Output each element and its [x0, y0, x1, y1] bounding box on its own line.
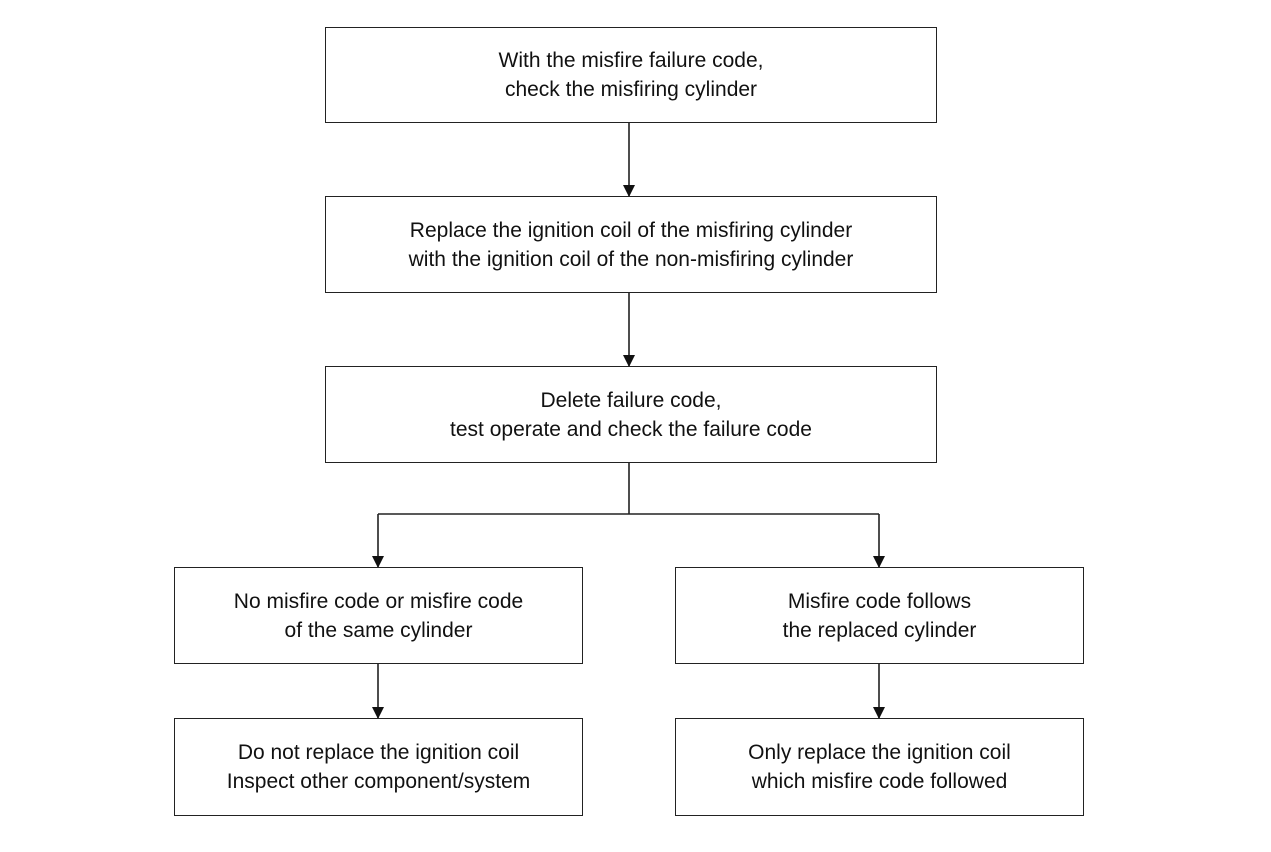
result-same-line-2: of the same cylinder: [284, 618, 473, 642]
step-check-line-2: check the misfiring cylinder: [504, 78, 758, 101]
result-same-cylinder-text: No misfire code or misfire code of the s…: [234, 587, 523, 645]
step-delete-line-2: test operate and check the failure code: [450, 417, 812, 441]
step-delete-line-1: Delete failure code,: [540, 388, 722, 412]
step-swap-ignition-coil: Replace the ignition coil of the misfiri…: [325, 196, 937, 293]
step-check-misfiring-cylinder: With the misfire failure code, check the…: [325, 27, 937, 123]
action-replace-line-2: which misfire code followed: [751, 770, 1008, 793]
step-check-line-1: With the misfire failure code,: [498, 49, 764, 72]
result-follows-replaced-cylinder-text: Misfire code follows the replaced cylind…: [783, 587, 977, 645]
action-replace-line-1: Only replace the ignition coil: [748, 741, 1011, 764]
result-same-line-1: No misfire code or misfire code: [233, 589, 524, 613]
step-delete-failure-code: Delete failure code, test operate and ch…: [325, 366, 937, 463]
action-replace-followed-coil: Only replace the ignition coil which mis…: [675, 718, 1084, 816]
action-inspect-other-component-text: Do not replace the ignition coil Inspect…: [227, 738, 531, 796]
action-inspect-line-2: Inspect other component/system: [226, 770, 531, 793]
step-delete-failure-code-text: Delete failure code, test operate and ch…: [450, 386, 812, 444]
action-replace-followed-coil-text: Only replace the ignition coil which mis…: [748, 738, 1011, 796]
result-follows-replaced-cylinder: Misfire code follows the replaced cylind…: [675, 567, 1084, 664]
result-same-cylinder: No misfire code or misfire code of the s…: [174, 567, 583, 664]
result-follows-line-2: the replaced cylinder: [782, 618, 977, 642]
result-follows-line-1: Misfire code follows: [787, 589, 972, 613]
action-inspect-other-component: Do not replace the ignition coil Inspect…: [174, 718, 583, 816]
action-inspect-line-1: Do not replace the ignition coil: [237, 741, 520, 764]
step-swap-ignition-coil-text: Replace the ignition coil of the misfiri…: [409, 216, 854, 274]
step-swap-line-1: Replace the ignition coil of the misfiri…: [409, 218, 853, 242]
step-swap-line-2: with the ignition coil of the non-misfir…: [408, 247, 854, 271]
step-check-misfiring-cylinder-text: With the misfire failure code, check the…: [499, 46, 764, 104]
